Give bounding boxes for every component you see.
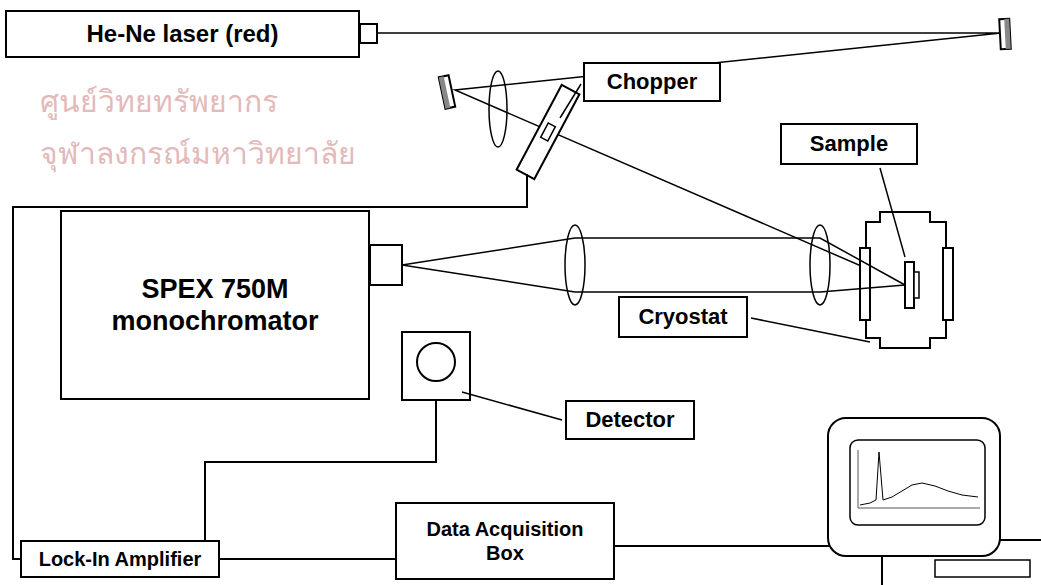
mirror-body	[439, 75, 455, 108]
sample-holder	[905, 262, 914, 308]
laser-port	[360, 24, 377, 43]
cryostat-window	[860, 248, 870, 320]
watermark: ศูนย์วิทยทรัพยากร	[40, 78, 278, 125]
disk-drive	[935, 560, 1030, 577]
chopper-slot	[541, 123, 556, 141]
box-label: Lock-In Amplifier	[39, 547, 202, 571]
lens	[489, 71, 507, 147]
label-box: SPEX 750M monochromator	[60, 210, 370, 400]
leader-line	[751, 318, 870, 342]
box-label: He-Ne laser (red)	[86, 20, 278, 49]
detector-symbol	[402, 332, 470, 400]
mirror	[439, 75, 455, 108]
mirror-coating	[1004, 19, 1011, 49]
chopper-symbol	[517, 85, 580, 179]
box-label: SPEX 750M monochromator	[95, 273, 335, 338]
box-label: Data Acquisition Box	[415, 517, 595, 565]
sample-mount	[914, 272, 919, 298]
leader-line	[560, 84, 581, 118]
label-box: Lock-In Amplifier	[20, 540, 220, 578]
watermark: จุฬาลงกรณ์มหาวิทยาลัย	[40, 130, 356, 177]
mirror	[999, 19, 1011, 49]
label-box: Detector	[565, 400, 695, 440]
cryostat-body	[866, 212, 946, 348]
leader-line	[880, 168, 905, 257]
lens	[810, 225, 830, 305]
box-label: Detector	[585, 407, 674, 433]
chopper-body	[517, 85, 580, 179]
mirror-coating	[439, 76, 451, 108]
monitor-screen	[850, 440, 985, 525]
label-box: He-Ne laser (red)	[5, 10, 360, 58]
box-label: Chopper	[607, 69, 697, 95]
signal-wire	[220, 558, 395, 560]
leader-line	[462, 392, 562, 420]
detector-element	[417, 343, 455, 381]
spectrum-curve	[860, 452, 978, 505]
box-label: Cryostat	[638, 304, 727, 330]
label-box: Sample	[780, 123, 918, 165]
label-box: Cryostat	[618, 296, 748, 338]
label-box: Chopper	[583, 62, 721, 102]
cryostat-window	[943, 248, 953, 320]
label-box: Data Acquisition Box	[395, 502, 615, 580]
mirror-body	[999, 19, 1011, 49]
lens	[565, 225, 585, 305]
entrance-port	[370, 245, 402, 285]
box-label: Sample	[810, 131, 888, 157]
monitor	[828, 418, 1000, 556]
plot-axes	[858, 450, 980, 508]
